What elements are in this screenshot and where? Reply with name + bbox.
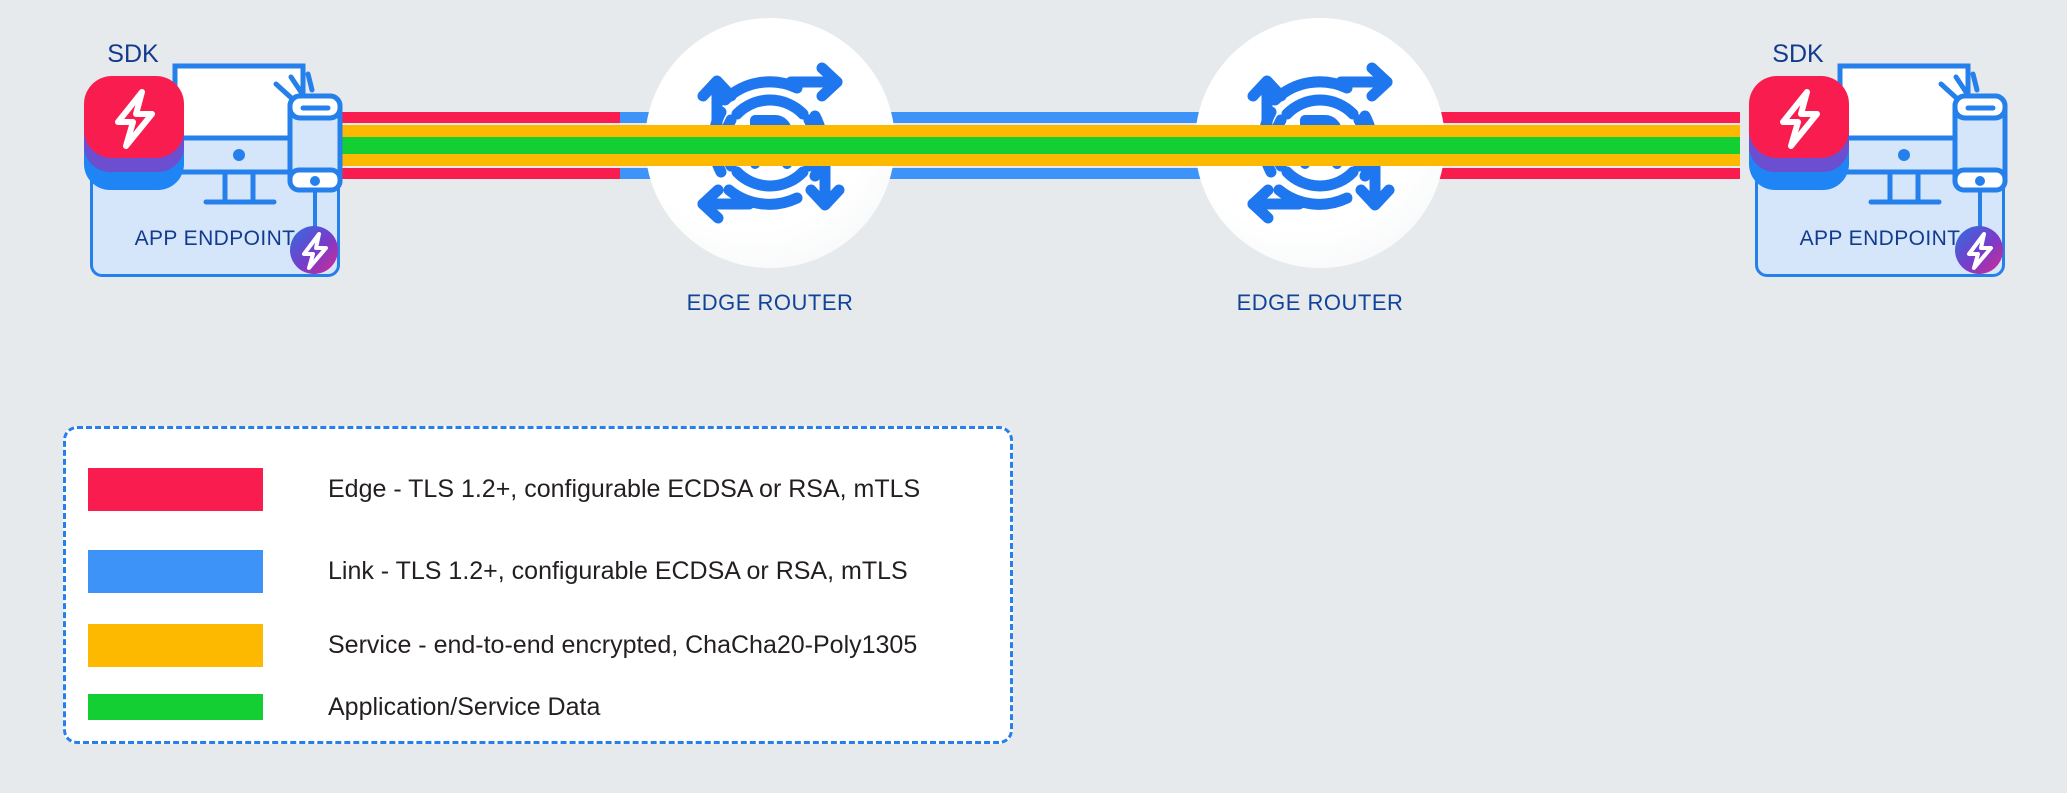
endpoint-label: APP ENDPOINT: [134, 227, 296, 250]
sdk-label: SDK: [107, 40, 159, 68]
legend-swatch-application: [88, 694, 263, 720]
stripe-service-top: [340, 125, 650, 137]
stripe-edge-bottom: [1390, 168, 1740, 179]
legend-label-link: Link - TLS 1.2+, configurable ECDSA or R…: [328, 556, 908, 585]
legend-row-edge: Edge - TLS 1.2+, configurable ECDSA or R…: [88, 465, 990, 513]
router-label: EDGE ROUTER: [1236, 290, 1404, 315]
legend-row-link: Link - TLS 1.2+, configurable ECDSA or R…: [88, 547, 990, 595]
desktop-and-phone-icon: [170, 60, 350, 235]
router-label: EDGE ROUTER: [686, 290, 854, 315]
legend-row-application: Application/Service Data: [88, 683, 990, 731]
stripe-edge-top: [1390, 112, 1740, 123]
stripe-service-bottom: [340, 154, 650, 166]
endpoint-label: APP ENDPOINT: [1799, 227, 1961, 250]
legend-swatch-link: [88, 549, 263, 593]
cable-overlay-left-router: [645, 112, 895, 172]
stripe-data-core: [1390, 137, 1740, 154]
lightning-badge-icon[interactable]: [286, 222, 342, 283]
cable-left-edge: [340, 112, 650, 179]
stripe-service-bottom: [1195, 154, 1445, 166]
legend-row-service: Service - end-to-end encrypted, ChaCha20…: [88, 621, 990, 669]
legend-label-service: Service - end-to-end encrypted, ChaCha20…: [328, 630, 918, 659]
cable-overlay-right-router: [1195, 112, 1445, 172]
stripe-data-core: [340, 137, 650, 154]
legend-panel: Edge - TLS 1.2+, configurable ECDSA or R…: [63, 426, 1013, 744]
stripe-data-core: [645, 137, 895, 154]
stripe-link-top: [620, 112, 1420, 123]
legend-swatch-service: [88, 623, 263, 667]
legend-label-application: Application/Service Data: [328, 692, 601, 721]
legend-label-edge: Edge - TLS 1.2+, configurable ECDSA or R…: [328, 474, 921, 503]
stripe-service-top: [1390, 125, 1740, 137]
stripe-service-bottom: [645, 154, 895, 166]
stripe-service-bottom: [1390, 154, 1740, 166]
stripe-service-top: [645, 125, 895, 137]
edge-router-icon: [679, 52, 861, 239]
sdk-label: SDK: [1772, 40, 1824, 68]
stripe-service-top: [1195, 125, 1445, 137]
desktop-and-phone-icon: [1835, 60, 2015, 235]
sdk-stack-icon: [76, 70, 194, 203]
cable-right-edge: [1390, 112, 1740, 179]
lightning-badge-icon[interactable]: [1951, 222, 2007, 283]
stripe-edge-top: [340, 112, 650, 123]
stripe-link-bottom: [620, 168, 1420, 179]
sdk-stack-icon: [1741, 70, 1859, 203]
stripe-edge-bottom: [340, 168, 650, 179]
stripe-data-core: [1195, 137, 1445, 154]
legend-swatch-edge: [88, 467, 263, 511]
